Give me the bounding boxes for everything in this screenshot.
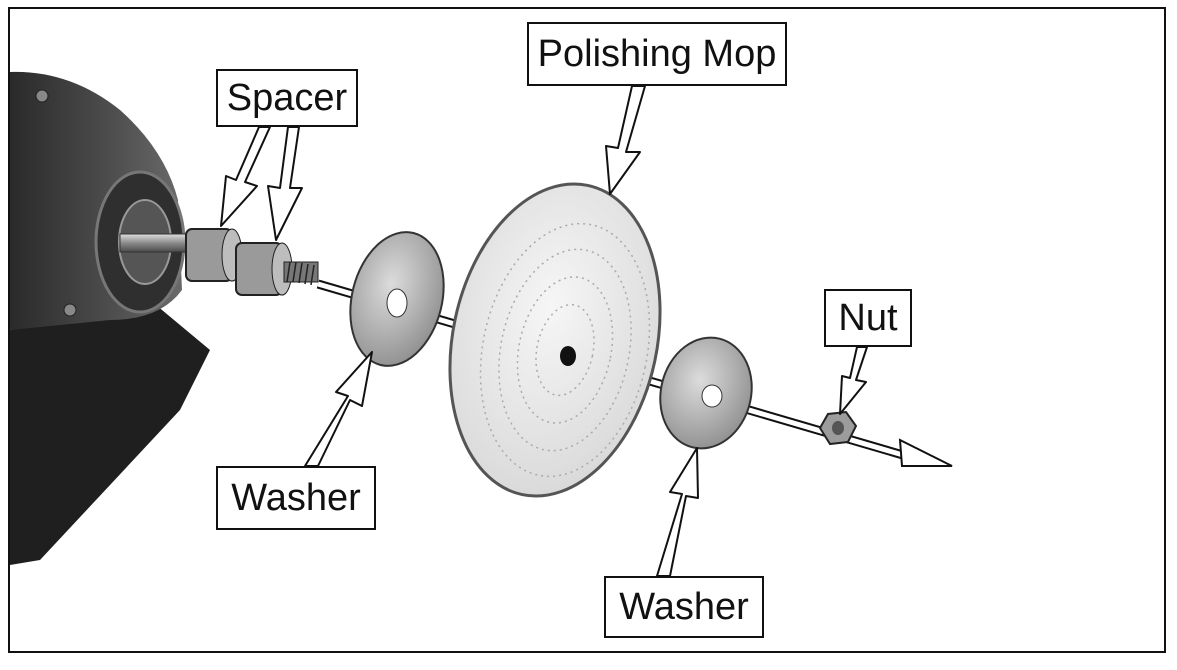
arrow-spacer-1 xyxy=(220,126,271,227)
label-polishing-mop: Polishing Mop xyxy=(527,22,787,86)
arrow-nut xyxy=(839,346,868,415)
label-nut: Nut xyxy=(824,289,912,347)
mop-center-hole xyxy=(560,346,576,366)
arrow-washer-right xyxy=(656,447,699,577)
mop-stitching xyxy=(479,222,651,478)
label-washer-left: Washer xyxy=(216,466,376,530)
label-washer-right: Washer xyxy=(604,576,764,638)
grinder-base xyxy=(10,300,210,565)
washer-right-hole xyxy=(701,384,723,408)
axis-arrowhead xyxy=(898,438,953,467)
arrow-spacer-2 xyxy=(267,126,303,241)
screw-icon xyxy=(35,89,49,103)
label-spacer: Spacer xyxy=(216,69,358,127)
screw-icon xyxy=(63,303,77,317)
arrow-washer-left xyxy=(304,351,373,467)
nut-hole xyxy=(832,421,844,435)
washer-left-hole xyxy=(386,288,408,318)
callout-arrows xyxy=(220,85,868,577)
arrow-polishing-mop xyxy=(605,85,646,195)
